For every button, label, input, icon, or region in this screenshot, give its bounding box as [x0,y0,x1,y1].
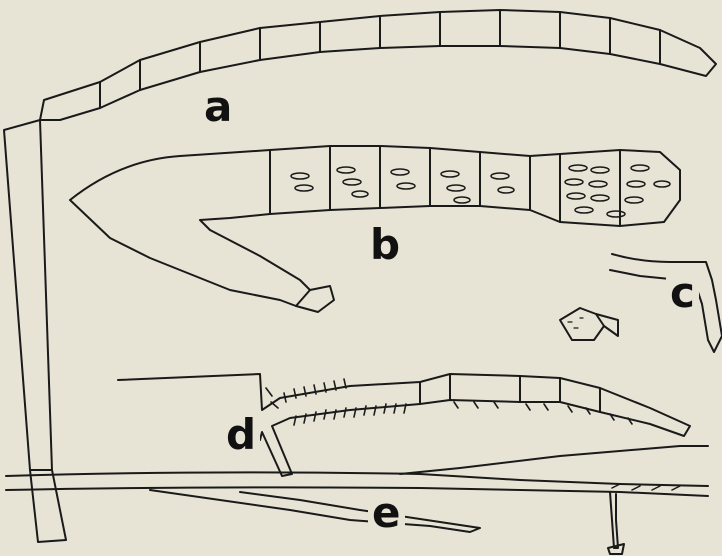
figure-label-c: c [666,272,699,314]
figure-label-e: e [368,492,405,534]
antenna-a [4,10,716,542]
figure-label-a: a [200,86,236,128]
appendage-e [6,446,708,554]
figure-label-b: b [366,224,404,266]
figure-label-d: d [222,414,260,456]
appendage-d [118,374,690,476]
